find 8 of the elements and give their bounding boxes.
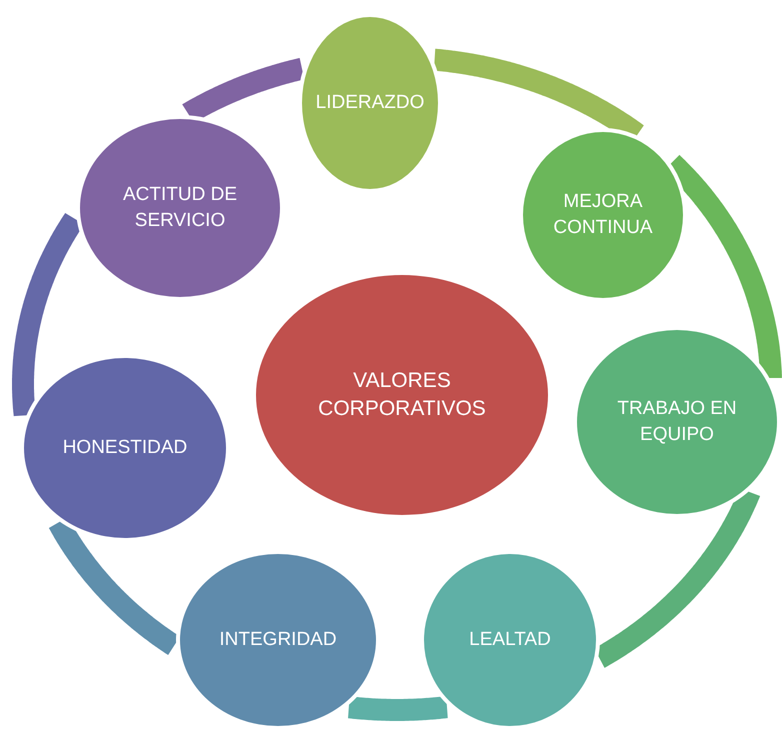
circle-label: LIDERAZDO [316, 91, 424, 116]
circle-label: VALORES CORPORATIVOS [317, 368, 487, 422]
circle-label: HONESTIDAD [62, 436, 188, 460]
circle-label: TRABAJO EN EQUIPO [616, 397, 738, 447]
circle-label: ACTITUD DE SERVICIO [122, 183, 238, 233]
circle-label: MEJORA CONTINUA [552, 190, 654, 240]
circle-label: LEALTAD [469, 628, 551, 652]
circle-label: INTEGRIDAD [219, 628, 337, 652]
